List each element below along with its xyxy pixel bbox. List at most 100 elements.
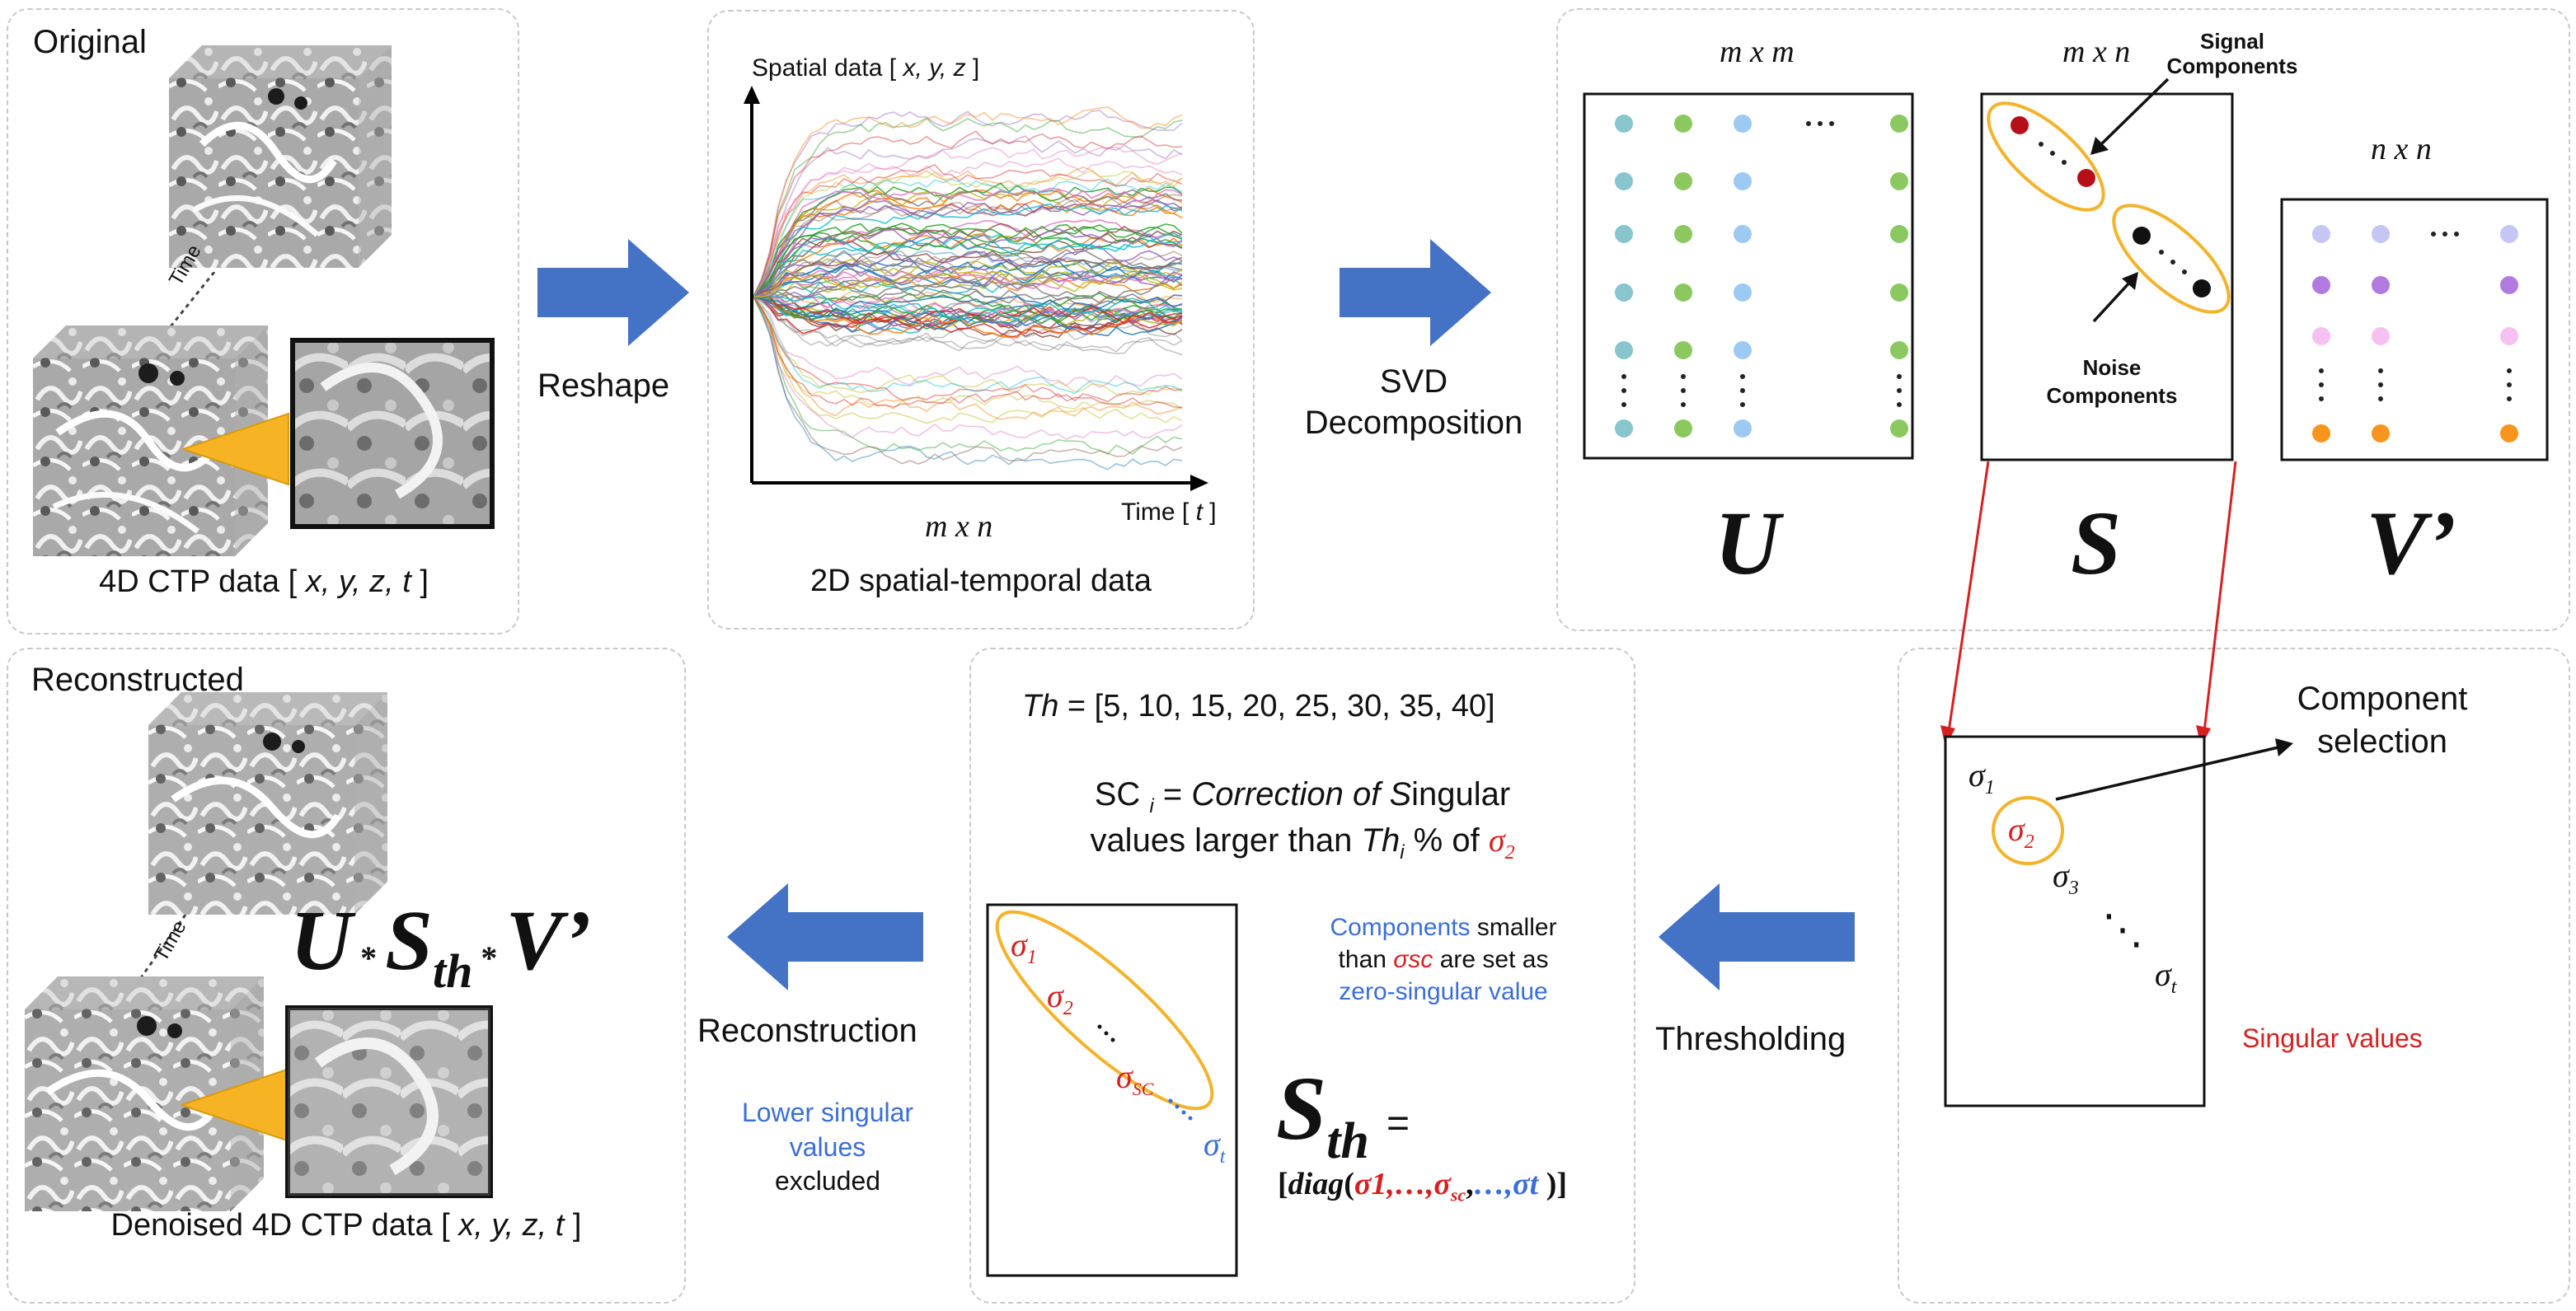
- sth-sigma-1: σ1: [1011, 926, 1037, 968]
- plot-series-line: [753, 117, 1183, 297]
- u-symbol: U: [1715, 493, 1781, 593]
- sigma2-ellipse: [1992, 796, 2064, 865]
- plot-series-line: [753, 284, 1183, 304]
- reshape-arrow: [537, 239, 689, 346]
- plot-series-line: [753, 296, 1183, 455]
- signal-components-ellipse: [1987, 101, 2105, 212]
- zero-singular-note: Components smaller than σsc are set as z…: [1330, 914, 1557, 1005]
- sth-sigma-t: σt: [1204, 1126, 1226, 1168]
- plot-series-group: [753, 106, 1183, 471]
- plot-series-line: [753, 296, 1183, 353]
- singular-values-label: Singular values: [2242, 1023, 2423, 1053]
- plot-series-line: [753, 296, 1183, 395]
- plot-series-line: [753, 296, 1183, 330]
- lower-singular-note: Lower singular values excluded: [741, 1098, 914, 1196]
- plot-series-line: [753, 291, 1183, 313]
- plot-series-line: [753, 296, 1183, 440]
- plot-series-line: [753, 199, 1183, 297]
- plot-series-line: [753, 203, 1183, 297]
- plot-series-line: [753, 164, 1183, 297]
- s-matrix: [1980, 92, 2234, 461]
- plot-series-line: [753, 194, 1183, 297]
- plot-series-line: [753, 296, 1183, 325]
- plot-series-line: [753, 296, 1183, 339]
- plot-series-line: [753, 296, 1183, 337]
- svd-panel: [1556, 8, 2570, 631]
- plot-series-line: [753, 250, 1183, 297]
- plot-series-line: [753, 296, 1183, 338]
- denoised-caption: Denoised 4D CTP data [ x, y, z, t ]: [110, 1208, 582, 1243]
- svd-arrow: [1340, 239, 1491, 346]
- th-values: Th = [5, 10, 15, 20, 25, 30, 35, 40]: [1022, 689, 1495, 723]
- sigma-3: σ3: [2053, 857, 2079, 899]
- plot-series-line: [753, 276, 1183, 299]
- time-dashed-line: [163, 272, 216, 335]
- noise-components-ellipse: [2112, 204, 2231, 314]
- zoom-inset-denoised: [285, 1005, 493, 1198]
- plot-series-line: [753, 227, 1183, 297]
- plot-series-line: [753, 106, 1183, 297]
- sth-diag-formula: [diag(σ1,…,σsc,…,σt )]: [1278, 1167, 1568, 1206]
- v-matrix: [2280, 198, 2549, 461]
- v-symbol: V’: [2366, 493, 2456, 593]
- plot-series-line: [753, 258, 1183, 297]
- zoom-inset-original: [290, 338, 495, 529]
- plot-series-line: [753, 222, 1183, 297]
- plot-series-line: [753, 135, 1183, 297]
- s-symbol: S: [2071, 493, 2122, 593]
- original-panel: [7, 8, 519, 634]
- plot-series-line: [753, 296, 1183, 424]
- plot-series-line: [753, 295, 1183, 318]
- retained-components-ellipse: [995, 910, 1214, 1111]
- reconstruction-formula: U * Sth * V’: [290, 893, 592, 998]
- original-caption: 4D CTP data [ x, y, z, t ]: [99, 564, 429, 599]
- plot-series-line: [753, 296, 1183, 409]
- u-dims: m x m: [1720, 35, 1795, 69]
- u-matrix: [1583, 92, 1914, 460]
- plot-x-axis-arrow: [1190, 475, 1208, 491]
- sth-equals: =: [1387, 1102, 1410, 1145]
- threshold-panel: [969, 648, 1635, 1304]
- plot-series-line: [753, 146, 1183, 297]
- thresholding-label: Thresholding: [1655, 1021, 1846, 1057]
- plot-series-line: [753, 296, 1183, 388]
- sigma-t: σt: [2155, 956, 2177, 998]
- plot-series-line: [753, 296, 1183, 356]
- sth-matrix-box: [986, 903, 1238, 1277]
- plot-series-line: [753, 199, 1183, 297]
- plot-series-line: [753, 267, 1183, 297]
- ct-volume-cube-top: [169, 45, 392, 268]
- plot-series-line: [753, 189, 1183, 297]
- reconstructed-title: Reconstructed: [31, 662, 244, 698]
- plot-series-line: [753, 187, 1183, 297]
- plot-series-line: [753, 170, 1183, 297]
- plot-series-line: [753, 296, 1183, 465]
- sc-definition: SC i = Correction of Singular values lar…: [1090, 776, 1515, 864]
- plot-series-line: [753, 178, 1183, 297]
- selection-panel: [1898, 648, 2570, 1304]
- sigma-2: σ2: [2008, 811, 2034, 853]
- plot-series-line: [753, 250, 1183, 297]
- plot-series-line: [753, 296, 1183, 321]
- reshape-label: Reshape: [537, 368, 670, 404]
- thresholding-arrow: [1659, 883, 1855, 990]
- reconstruction-arrow: [727, 883, 923, 990]
- plot-series-line: [753, 157, 1183, 297]
- plot-panel: [707, 10, 1255, 630]
- sth-sigma-sc: σSC: [1116, 1058, 1154, 1099]
- plot-series-line: [753, 296, 1183, 410]
- plot-series-line: [753, 296, 1183, 403]
- plot-series-line: [753, 296, 1183, 331]
- s-to-sigma-red-arrows: [1940, 461, 2237, 747]
- noise-pointer-arrow: [2092, 272, 2138, 323]
- sigma-1: σ1: [1968, 756, 1995, 798]
- plot-series-line: [753, 296, 1183, 346]
- zoom-triangle: [183, 412, 289, 486]
- plot-y-axis-arrow: [744, 86, 760, 104]
- plot-series-line: [753, 267, 1183, 297]
- plot-series-line: [753, 296, 1183, 471]
- signal-pointer-arrow: [2090, 77, 2170, 155]
- plot-series-line: [753, 232, 1183, 297]
